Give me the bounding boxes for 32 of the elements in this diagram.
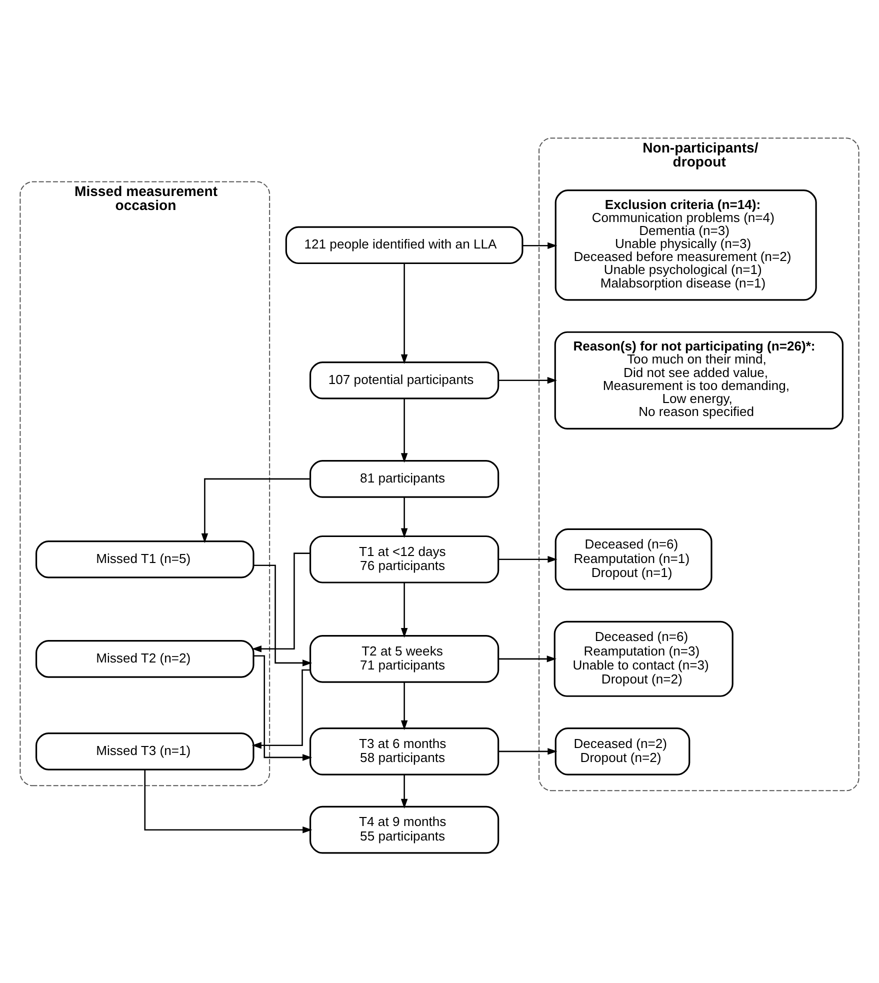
node-box: Reason(s) for not participating (n=26)*: Too much on their mind, Did not see added value, Measurement is too demanding, Low energy, No reason specified [554, 331, 844, 430]
node-box: 81 participants [310, 460, 500, 498]
arrow [498, 656, 557, 662]
arrow [400, 263, 408, 364]
arrow [498, 748, 558, 755]
arrow [400, 682, 408, 730]
arrow [144, 770, 312, 834]
arrow [498, 556, 558, 563]
node-box: Missed T3 (n=1) [36, 732, 254, 770]
node-box: 121 people identified with an LLA [285, 226, 524, 264]
arrow [254, 655, 312, 761]
node-box: T1 at <12 days 76 participants [310, 535, 500, 584]
node-box: Deceased (n=6) Reamputation (n=1) Dropout (n=1) [554, 528, 712, 590]
arrow [400, 497, 408, 538]
arrow [522, 242, 558, 250]
node-box: Missed T1 (n=5) [36, 540, 254, 578]
node-box: Exclusion criteria (n=14): Communication problems (n=4) Dementia (n=3) Unable physically (n=3) Deceased before measurement (n=2) Unable psychological (n=1) Malabsorption disease (n=1) [554, 190, 817, 301]
arrow [498, 377, 558, 384]
arrow [400, 582, 408, 638]
arrow [400, 398, 408, 463]
node-box: T4 at 9 months 55 participants [310, 806, 500, 854]
node-box: Deceased (n=2) Dropout (n=2) [554, 728, 690, 776]
node-box: T3 at 6 months 58 participants [310, 728, 500, 776]
arrow [254, 564, 312, 666]
node-box: Missed T2 (n=2) [36, 640, 254, 678]
arrow [252, 669, 310, 749]
arrow [252, 552, 310, 652]
arrow [201, 478, 310, 544]
node-box: T2 at 5 weeks 71 participants [310, 634, 500, 683]
node-box: Deceased (n=6) Reamputation (n=3) Unable to contact (n=3) Dropout (n=2) [554, 620, 734, 697]
node-box: 107 potential participants [310, 362, 500, 400]
arrow [400, 774, 408, 809]
